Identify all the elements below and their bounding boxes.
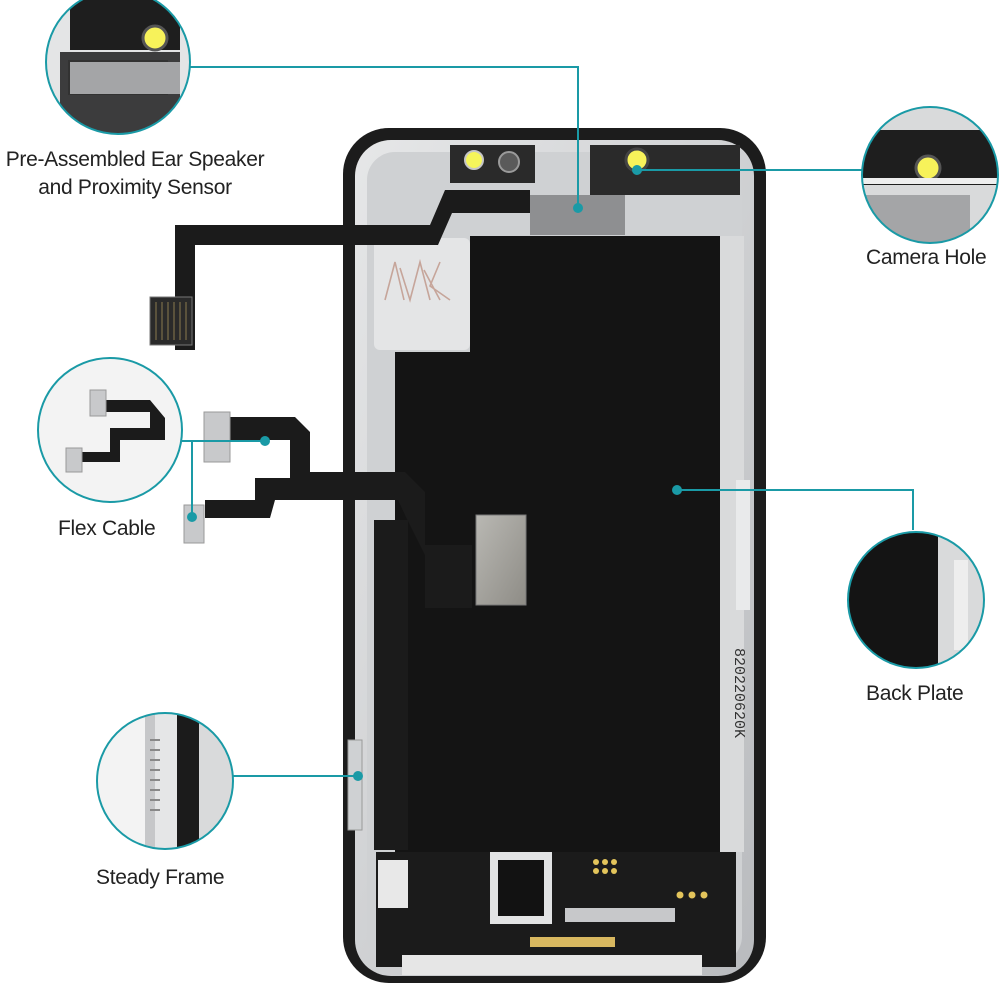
bottom-board xyxy=(376,852,736,967)
camera-hole-label: Camera Hole xyxy=(866,246,987,269)
silver-pad xyxy=(374,238,470,350)
frame-clip xyxy=(347,739,363,831)
back-plate-leader xyxy=(677,489,914,530)
callout-dots xyxy=(187,165,682,781)
steady-frame-label: Steady Frame xyxy=(96,866,225,889)
barcode-sticker xyxy=(378,860,408,908)
ear-speaker-label: Pre-Assembled Ear Speaker and Proximity … xyxy=(0,146,270,202)
ear-speaker-label-line1: Pre-Assembled Ear Speaker xyxy=(5,148,265,171)
logo-mark-icon xyxy=(384,258,451,303)
screen-assembly: 820220620K xyxy=(149,128,766,983)
ear-speaker-detail-icon xyxy=(45,0,191,135)
board-strip xyxy=(565,908,675,922)
bottom-frame-edge xyxy=(402,955,702,975)
back-plate-code: 820220620K xyxy=(730,648,747,738)
top-flex-connector xyxy=(149,296,193,346)
rail-label xyxy=(736,480,750,610)
ear-speaker-leader xyxy=(190,66,579,208)
back-plate-detail-icon xyxy=(847,531,985,669)
sensor-dot-left xyxy=(464,150,484,170)
top-flex-cable xyxy=(175,190,530,350)
ic-chip xyxy=(498,860,544,916)
back-plate-label: Back Plate xyxy=(866,682,964,705)
flex-cable-label: Flex Cable xyxy=(58,517,156,540)
flex-cable-detail-icon xyxy=(37,357,183,503)
gold-contact-strip xyxy=(530,937,615,947)
front-camera-icon xyxy=(498,151,520,173)
side-flex-cable xyxy=(374,520,408,850)
camera-hole-detail-icon xyxy=(861,106,999,244)
sensor-bracket-left xyxy=(450,145,535,183)
flex-shield-plate xyxy=(475,514,527,606)
gold-pads xyxy=(593,859,708,899)
ear-speaker-label-line2: and Proximity Sensor xyxy=(38,176,232,199)
connector-pins xyxy=(155,302,187,340)
flex-tip-upper xyxy=(203,411,231,463)
back-plate-panel xyxy=(395,236,720,852)
steady-frame-detail-icon xyxy=(96,712,234,850)
callout-lines xyxy=(182,66,914,777)
flex-tip-lower xyxy=(183,504,205,544)
